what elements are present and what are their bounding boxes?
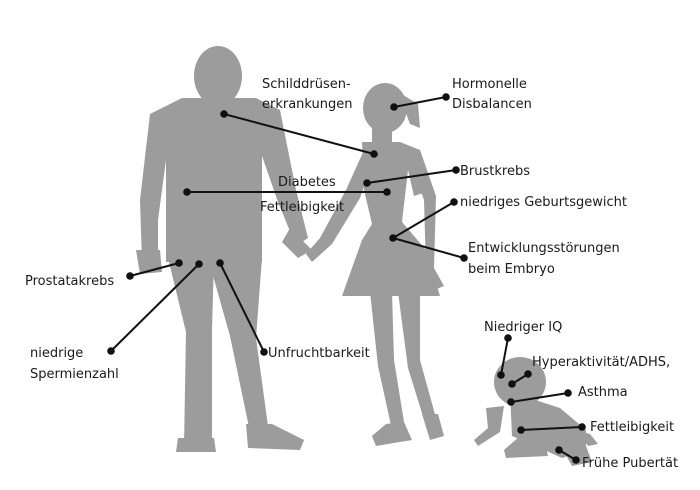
dot-man-thyroid: [220, 110, 228, 118]
line-geburtsgewicht: [392, 201, 455, 239]
line-asthma: [510, 392, 569, 403]
dot-man-torso: [183, 188, 191, 196]
line-schilddruesen: [223, 113, 375, 155]
label-hormonelle-line2: Disbalancen: [452, 97, 532, 112]
dot-fruehe-pubertaet: [572, 456, 580, 464]
line-niedriger-iq: [500, 337, 509, 376]
dot-baby-belly: [517, 426, 525, 434]
man-silhouette: [136, 46, 312, 452]
line-fettleibigkeit-child: [520, 426, 583, 431]
label-prostatakrebs: Prostatakrebs: [25, 274, 114, 289]
label-niedriger-iq: Niedriger IQ: [484, 320, 562, 335]
labels: Schilddrüsen- erkrankungen Hormonelle Di…: [25, 77, 678, 471]
dot-man-left-hip: [175, 259, 183, 267]
dot-baby-head: [497, 371, 505, 379]
dot-woman-head: [390, 103, 398, 111]
line-prostatakrebs: [129, 262, 180, 277]
dot-woman-belly: [389, 234, 397, 242]
line-entwicklung: [392, 237, 465, 259]
dot-spermienzahl: [107, 347, 115, 355]
label-spermien-line2: Spermienzahl: [30, 367, 119, 382]
label-entwicklung-line2: beim Embryo: [468, 262, 555, 277]
dot-prostatakrebs: [126, 272, 134, 280]
baby-silhouette: [474, 357, 598, 466]
label-entwicklung-line1: Entwicklungsstörungen: [468, 241, 620, 256]
label-schilddruesen-line2: erkrankungen: [262, 97, 353, 112]
label-hormonelle-line1: Hormonelle: [452, 77, 527, 92]
dot-baby-face: [508, 380, 516, 388]
label-diabetes: Diabetes: [278, 175, 336, 190]
dot-man-groin: [195, 260, 203, 268]
dot-asthma: [564, 389, 572, 397]
dot-woman-torso: [383, 188, 391, 196]
dot-niedriger-iq: [504, 334, 512, 342]
dot-fettleibigkeit-child: [578, 423, 586, 431]
dot-entwicklung: [460, 254, 468, 262]
label-brustkrebs: Brustkrebs: [460, 164, 530, 179]
woman-silhouette: [306, 83, 444, 446]
line-unfruchtbarkeit: [219, 262, 265, 353]
connector-lines: [110, 96, 583, 461]
line-hormonelle: [393, 96, 447, 108]
label-geburtsgewicht: niedriges Geburtsgewicht: [460, 195, 627, 210]
dot-brustkrebs: [452, 166, 460, 174]
dot-geburtsgewicht: [450, 198, 458, 206]
dot-hyperaktivitaet: [524, 370, 532, 378]
label-schilddruesen-line1: Schilddrüsen-: [262, 77, 351, 92]
label-fettleibigkeit-child: Fettleibigkeit: [590, 420, 674, 435]
dot-woman-chest: [363, 179, 371, 187]
dot-unfruchtbarkeit: [260, 348, 268, 356]
dot-man-right-hip: [216, 259, 224, 267]
dot-woman-thyroid: [370, 150, 378, 158]
label-hyperaktivitaet: Hyperaktivität/ADHS,: [532, 355, 670, 370]
label-asthma: Asthma: [578, 385, 628, 400]
dot-baby-chest: [507, 398, 515, 406]
label-fruehe-pubertaet: Frühe Pubertät: [582, 456, 678, 471]
label-unfruchtbarkeit: Unfruchtbarkeit: [268, 346, 370, 361]
dot-hormonelle: [442, 93, 450, 101]
connector-dots: [107, 93, 586, 464]
line-brustkrebs: [366, 169, 457, 184]
dot-baby-hip: [555, 446, 563, 454]
label-spermien-line1: niedrige: [30, 346, 83, 361]
label-fettleibigkeit-adult: Fettleibigkeit: [260, 200, 344, 215]
line-spermienzahl: [110, 263, 200, 352]
